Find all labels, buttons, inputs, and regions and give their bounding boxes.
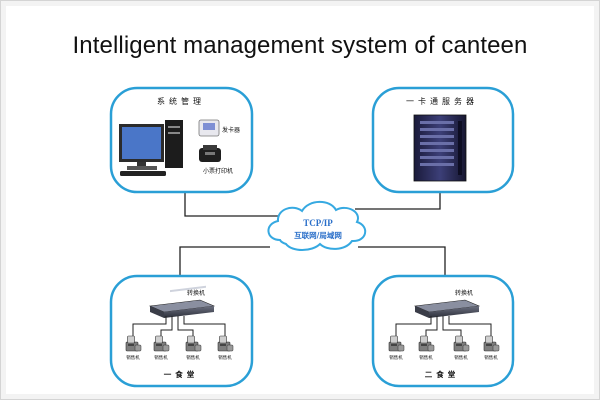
printer-icon [199,145,221,162]
canteen1-terminal-3-label: 销售机 [186,354,200,361]
canteen1-terminal-wires [132,316,226,336]
canteen1-switch-icon [148,285,216,318]
server-label: 一卡通服务器 [406,96,478,106]
canteen2-terminal-3-label: 销售机 [454,354,468,361]
canteen1-node: 转换机 销售机 销售机 销售机 销售机 一食堂 [109,274,254,388]
canteen2-terminal-4-label: 销售机 [484,354,498,361]
canteen1-terminal-2-label: 销售机 [154,354,168,361]
card-reader-icon [198,119,220,137]
computer-icon [119,120,183,176]
canteen1-terminal-1-label: 销售机 [126,354,140,361]
canteen2-box [371,274,515,388]
printer-label: 小票打印机 [203,167,233,175]
management-node: 系统管理 发卡器 小票打印机 [109,86,254,194]
canteen1-switch-label: 转换机 [187,289,205,297]
network-protocol-label: TCP/IP [303,218,333,228]
canteen2-node: 转换机 销售机 销售机 销售机 销售机 二食堂 [371,274,515,388]
canteen2-label: 二食堂 [425,369,460,379]
wire-management-to-network [184,183,282,217]
diagram-title: Intelligent management system of canteen [72,32,528,59]
network-scope-label: 互联网/局域网 [294,230,342,240]
canteen1-label: 一食堂 [164,369,199,379]
canteen1-box [109,274,254,388]
server-node: 一卡通服务器 [371,86,515,194]
canteen2-terminal-2-label: 销售机 [419,354,433,361]
network-cloud: TCP/IP 互联网/局域网 [267,200,367,251]
canteen2-switch-icon [413,299,481,318]
canteen2-terminal-wires [395,316,492,336]
management-label: 系统管理 [157,96,205,106]
card-reader-label: 发卡器 [222,126,240,134]
server-icon [413,114,467,182]
canteen1-terminal-4-label: 销售机 [218,354,232,361]
canteen2-terminal-1-label: 销售机 [389,354,403,361]
canteen2-switch-label: 转换机 [455,289,473,297]
cloud-icon [267,200,367,251]
